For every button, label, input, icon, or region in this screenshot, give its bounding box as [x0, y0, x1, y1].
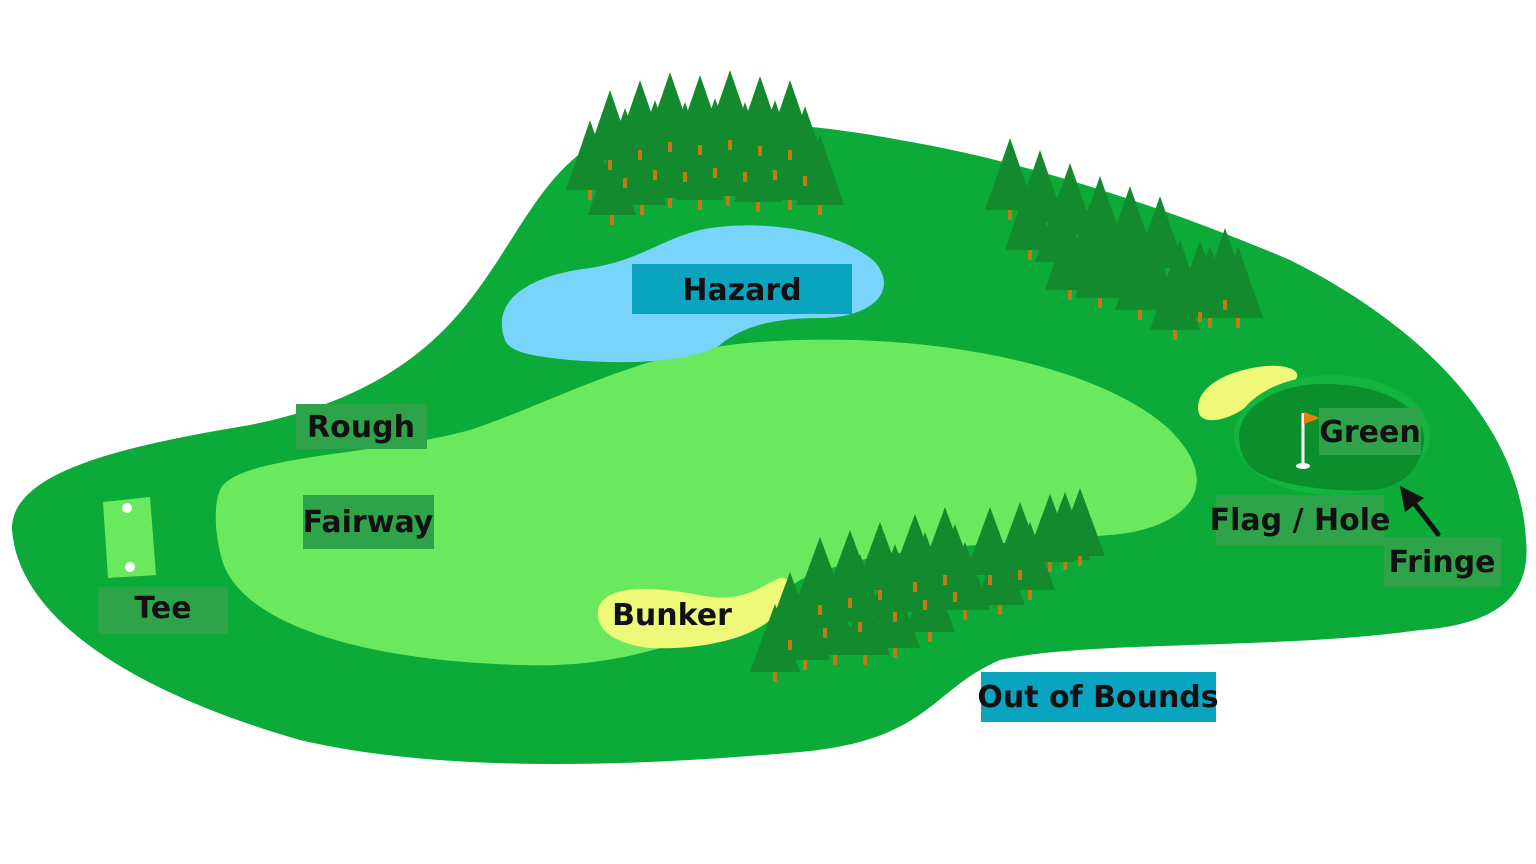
tree-icon: [646, 72, 694, 142]
fairway-label: Fairway: [303, 495, 434, 549]
hazard-label: Hazard: [632, 264, 852, 314]
tree-trunk: [988, 575, 992, 585]
tree-trunk: [788, 200, 792, 210]
tree-trunk: [1223, 300, 1227, 310]
flag-hole-label: Flag / Hole: [1210, 495, 1391, 545]
tree-trunk: [653, 170, 657, 180]
bunker-label: Bunker: [612, 598, 732, 633]
tree-trunk: [608, 160, 612, 170]
tree-trunk: [893, 648, 897, 658]
tree-trunk: [1198, 312, 1202, 322]
tree-trunk: [726, 196, 730, 206]
tree-icon: [985, 138, 1035, 210]
tree-trunk: [758, 146, 762, 156]
tree-trunk: [588, 190, 592, 200]
tree-trunk: [863, 655, 867, 665]
svg-text:Fringe: Fringe: [1389, 545, 1496, 580]
tree-cluster-bottom: [750, 488, 1105, 682]
tree-trunk: [683, 172, 687, 182]
tree-trunk: [640, 205, 644, 215]
tree-trunk: [743, 172, 747, 182]
tree-cluster-right: [985, 138, 1263, 340]
tree-trunk: [1048, 562, 1052, 572]
tree-trunk: [803, 660, 807, 670]
svg-text:Out of Bounds: Out of Bounds: [977, 680, 1218, 715]
tree-trunk: [668, 142, 672, 152]
tree-trunk: [953, 592, 957, 602]
tree-trunk: [848, 598, 852, 608]
tree-trunk: [788, 640, 792, 650]
fairway-bunker: [597, 577, 790, 649]
tree-trunk: [610, 215, 614, 225]
tree-icon: [1075, 226, 1125, 298]
tree-trunk: [756, 202, 760, 212]
tree-trunk: [1208, 318, 1212, 328]
tree-trunk: [1098, 298, 1102, 308]
tree-icon: [766, 80, 814, 150]
fringe-label: Fringe: [1384, 537, 1501, 587]
tree-trunk: [1028, 250, 1032, 260]
tree-icon: [855, 522, 905, 590]
fairway-area: [215, 339, 1197, 666]
tree-trunk: [833, 655, 837, 665]
rough-label: Rough: [296, 404, 427, 449]
tree-trunk: [943, 575, 947, 585]
tree-icon: [1005, 178, 1055, 250]
tree-trunk: [818, 605, 822, 615]
tree-trunk: [1138, 310, 1142, 320]
tree-trunk: [858, 622, 862, 632]
tree-trunk: [713, 168, 717, 178]
tree-trunk: [773, 170, 777, 180]
fringe-arrow: [1400, 486, 1441, 537]
tree-icon: [1115, 238, 1165, 310]
green-label: Green: [1319, 408, 1421, 455]
svg-text:Rough: Rough: [307, 410, 415, 445]
tee-box: [103, 497, 156, 578]
tree-trunk: [1063, 560, 1067, 570]
tree-trunk: [1008, 210, 1012, 220]
tree-trunk: [928, 632, 932, 642]
svg-text:Tee: Tee: [134, 591, 191, 626]
tree-trunk: [913, 582, 917, 592]
tree-trunk: [963, 610, 967, 620]
svg-text:Flag / Hole: Flag / Hole: [1210, 503, 1391, 538]
tree-trunk: [668, 198, 672, 208]
green-bunker: [1198, 365, 1298, 421]
tree-trunk: [893, 612, 897, 622]
tree-icon: [1200, 228, 1250, 300]
tree-trunk: [698, 145, 702, 155]
flag-pin: [1296, 412, 1320, 469]
tree-trunk: [638, 150, 642, 160]
tree-trunk: [773, 672, 777, 682]
tree-icon: [706, 70, 754, 140]
tree-trunk: [923, 600, 927, 610]
tree-trunk: [818, 205, 822, 215]
tree-trunk: [998, 605, 1002, 615]
tree-icon: [1055, 488, 1105, 556]
tree-icon: [920, 507, 970, 575]
tree-trunk: [788, 150, 792, 160]
tree-cluster-top: [566, 70, 844, 225]
tree-trunk: [823, 628, 827, 638]
tree-icon: [1045, 218, 1095, 290]
tree-trunk: [1078, 556, 1082, 566]
svg-text:Bunker: Bunker: [612, 598, 732, 633]
out-of-bounds-label: Out of Bounds: [977, 672, 1219, 722]
svg-text:Fairway: Fairway: [303, 505, 434, 540]
tree-trunk: [1236, 318, 1240, 328]
tree-trunk: [623, 178, 627, 188]
tree-trunk: [1173, 330, 1177, 340]
tree-trunk: [1068, 290, 1072, 300]
tree-trunk: [728, 140, 732, 150]
tee-label: Tee: [98, 587, 228, 634]
svg-text:Hazard: Hazard: [682, 273, 801, 308]
tree-trunk: [803, 176, 807, 186]
tree-icon: [736, 76, 784, 146]
tree-trunk: [698, 200, 702, 210]
tree-trunk: [1028, 590, 1032, 600]
svg-text:Green: Green: [1319, 415, 1420, 450]
tree-trunk: [878, 590, 882, 600]
tree-trunk: [1018, 570, 1022, 580]
